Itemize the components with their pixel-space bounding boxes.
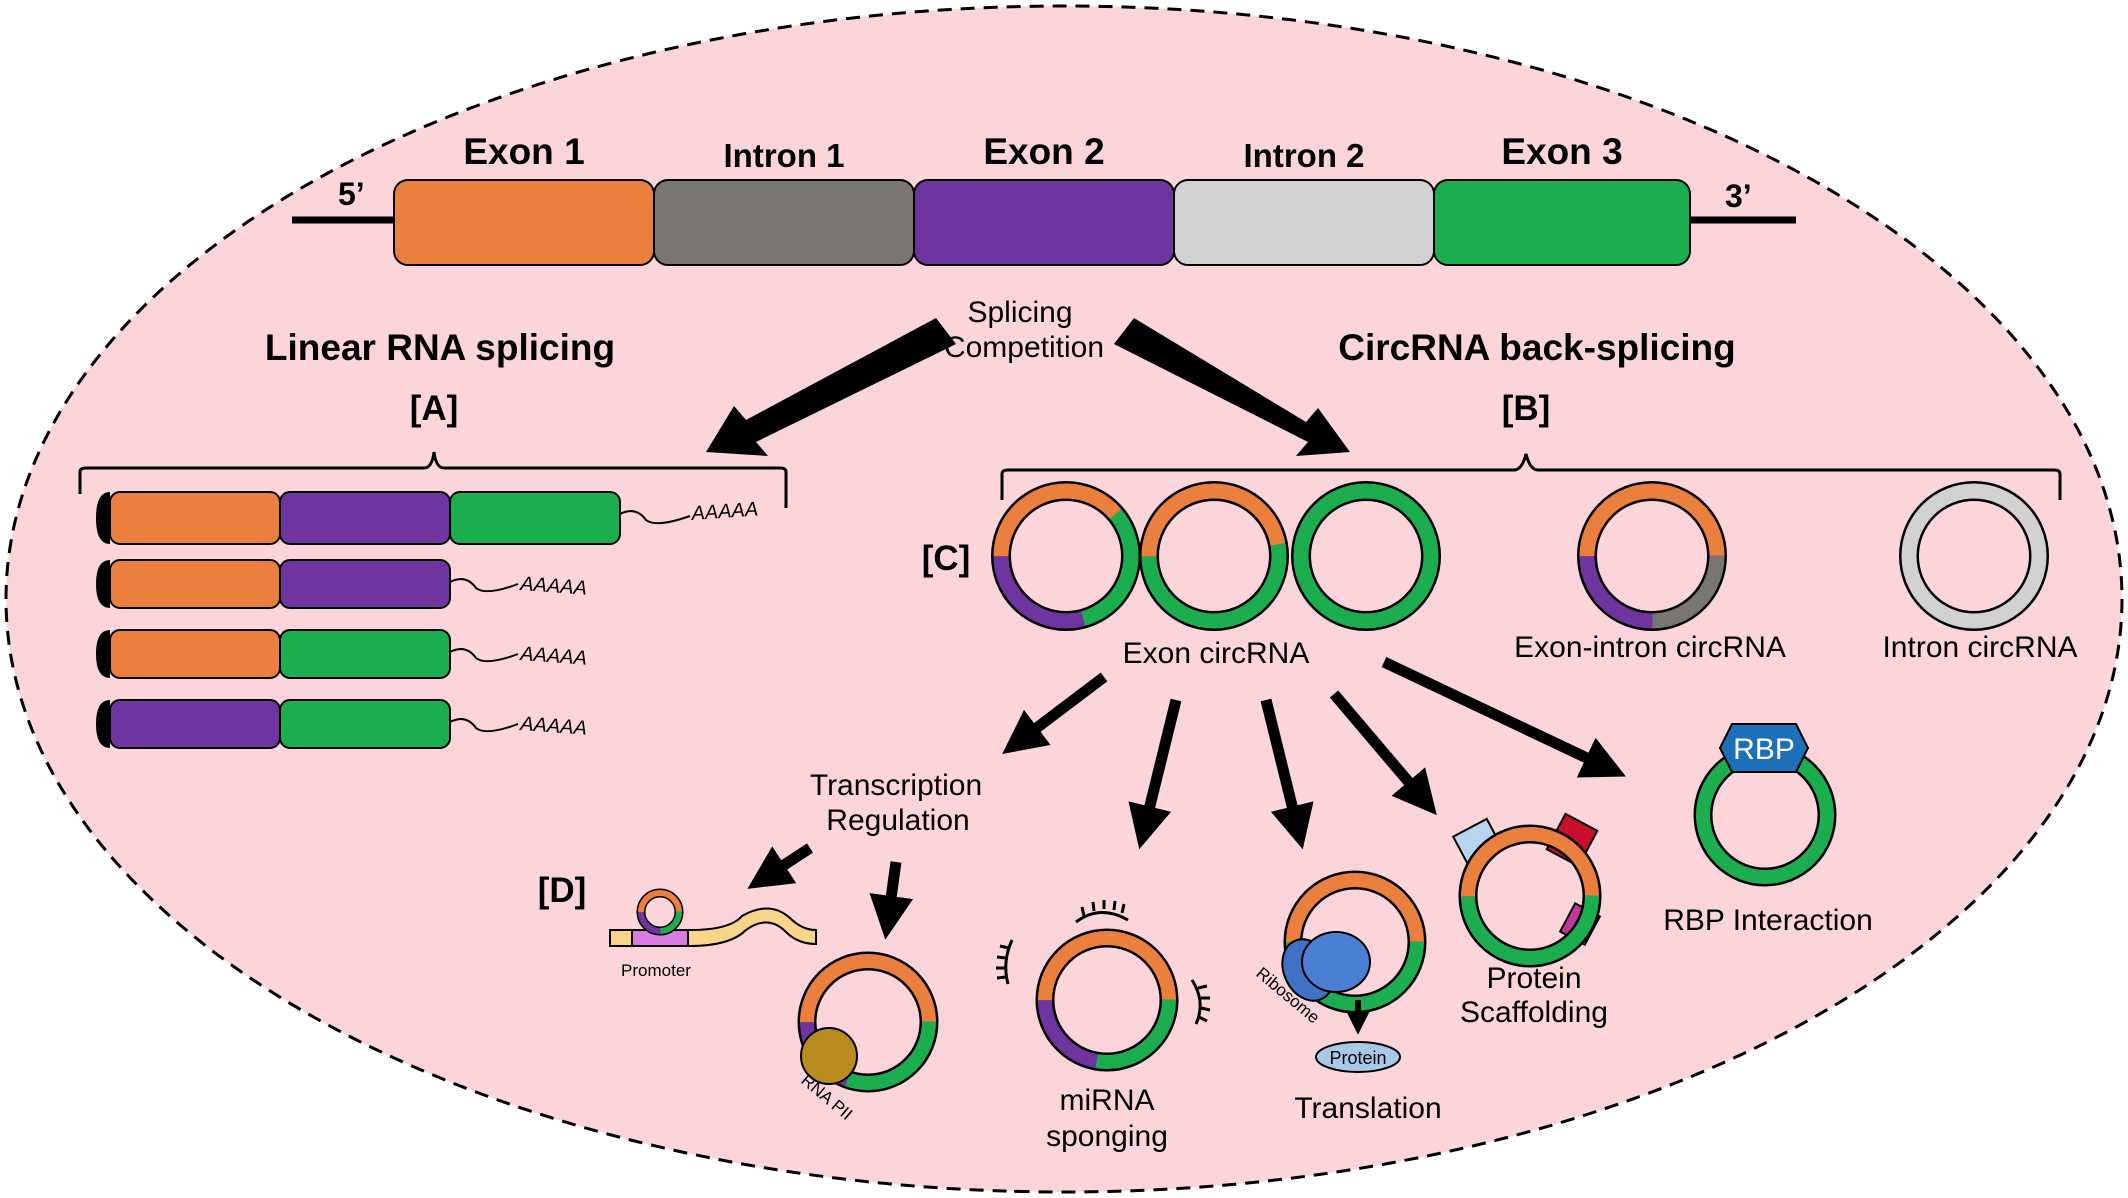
translation: Ribosome Protein Translation xyxy=(1252,870,1442,1125)
mirna-sponge: miRNA sponging xyxy=(996,900,1211,1153)
exon2-block xyxy=(913,179,1175,266)
intron-circrna xyxy=(1899,481,2049,631)
protein-product xyxy=(1315,1041,1401,1073)
three-prime-label: 3’ xyxy=(1725,178,1752,214)
promoter-complex: Promoter xyxy=(609,888,817,980)
rbp-interaction-label: RBP Interaction xyxy=(1663,904,1873,937)
mirna-icon xyxy=(1075,900,1129,924)
intron1-block xyxy=(653,179,915,266)
exon-circrna-one-exon xyxy=(1291,481,1441,631)
poly-a-tail: AAAAA xyxy=(519,643,588,670)
linear-mrna-1: AAAAA xyxy=(96,491,759,545)
rbp-label: RBP xyxy=(1733,733,1795,766)
intron2-block xyxy=(1173,179,1435,266)
transcription-label-line1: Transcription xyxy=(810,769,982,802)
exon3-label: Exon 3 xyxy=(1501,131,1622,172)
exon2-label: Exon 2 xyxy=(983,131,1104,172)
five-prime-label: 5’ xyxy=(338,176,365,212)
arrow-icon xyxy=(1114,318,1350,456)
protein-label: Protein xyxy=(1329,1048,1386,1068)
mirna-icon xyxy=(1190,979,1211,1025)
exon-intron-circrna xyxy=(1577,481,1727,631)
exon-circrna-two-exons xyxy=(1139,481,1289,631)
exon1-block xyxy=(393,179,655,266)
exon-circrna-label: Exon circRNA xyxy=(1123,637,1310,670)
ribosome-large xyxy=(1301,931,1371,993)
rna-pii-sphere xyxy=(800,1027,858,1085)
bracket-icon xyxy=(78,451,788,508)
scaffolding-label-line2: Scaffolding xyxy=(1460,996,1608,1029)
label-c: [C] xyxy=(922,539,971,578)
protein-scaffolding: Protein Scaffolding xyxy=(1451,812,1608,1029)
label-d: [D] xyxy=(538,871,587,910)
exon3-block xyxy=(1433,179,1691,266)
intron-circrna-label: Intron circRNA xyxy=(1882,631,2077,664)
intron2-label: Intron 2 xyxy=(1244,137,1365,174)
label-a: [A] xyxy=(410,389,459,428)
exon-intron-circrna-label: Exon-intron circRNA xyxy=(1514,631,1786,664)
promoter-label: Promoter xyxy=(621,961,691,980)
exon1-label: Exon 1 xyxy=(463,131,584,172)
poly-a-tail: AAAAA xyxy=(690,498,759,525)
exon-circrna-three-exons xyxy=(991,481,1141,631)
linear-mrna-2: AAAAA xyxy=(96,559,588,609)
bracket-icon xyxy=(1000,453,2062,500)
mirna-label-line1: miRNA xyxy=(1060,1084,1155,1117)
gene: 5’ 3’ Exon 1 Intron 1 Exon 2 Intron 2 Ex… xyxy=(292,131,1796,266)
label-b: [B] xyxy=(1502,389,1551,428)
linear-splicing-title: Linear RNA splicing xyxy=(265,327,615,368)
splicing-competition-line2: Competition xyxy=(944,331,1104,364)
rbp-protein xyxy=(1718,723,1810,773)
transcription-label-line2: Regulation xyxy=(826,804,969,837)
rbp-interaction: RBP RBP Interaction xyxy=(1663,723,1873,937)
poly-a-tail: AAAAA xyxy=(519,573,588,600)
translation-label: Translation xyxy=(1294,1092,1441,1125)
poly-a-tail: AAAAA xyxy=(519,713,588,740)
mirna-label-line2: sponging xyxy=(1046,1120,1168,1153)
mirna-icon xyxy=(996,939,1014,985)
arrow-icon xyxy=(706,318,956,456)
function-arrows xyxy=(747,657,1626,940)
intron1-label: Intron 1 xyxy=(724,137,845,174)
scaffolding-label-line1: Protein xyxy=(1486,962,1581,995)
circ-backsplicing-title: CircRNA back-splicing xyxy=(1338,327,1736,368)
linear-mrna-3: AAAAA xyxy=(96,629,588,679)
linear-mrna-4: AAAAA xyxy=(96,699,588,749)
splicing-competition-line1: Splicing xyxy=(967,296,1072,329)
